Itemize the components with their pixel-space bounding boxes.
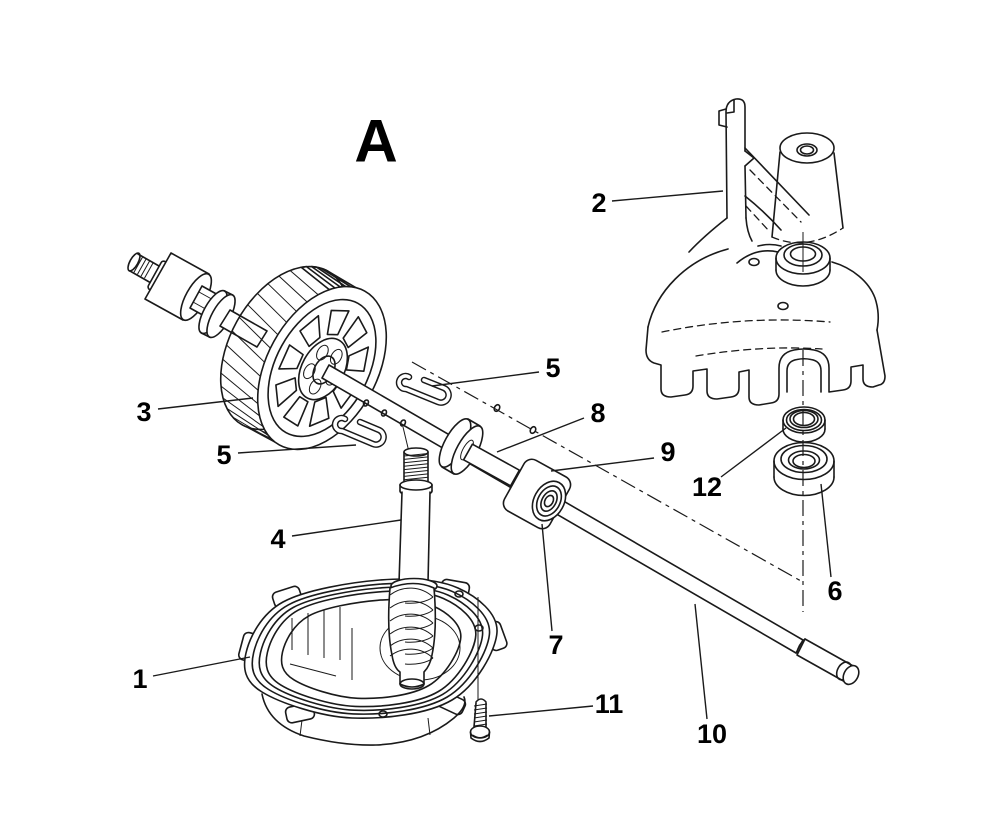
pin-hole-ghost xyxy=(529,425,537,435)
leader-line-worm-shaft xyxy=(291,519,402,537)
part-ball-bearing xyxy=(773,441,835,497)
hidden-line xyxy=(661,319,831,333)
diagonal-centerline xyxy=(411,361,802,582)
housing-bracket-arm xyxy=(688,98,810,253)
worm-shaft-threads xyxy=(403,453,429,481)
shaft-pin-hole xyxy=(380,409,388,417)
part-worm-shaft xyxy=(387,426,438,690)
callout-number-gear-case-top: 2 xyxy=(591,188,606,218)
section-label: A xyxy=(354,108,397,175)
pin-hole-ghost xyxy=(493,403,501,413)
ear-hole xyxy=(474,624,484,632)
leader-line-gear-assembly xyxy=(157,397,254,410)
housing-screw-hole xyxy=(748,257,760,267)
callout-number-gear-case-bottom: 1 xyxy=(132,664,147,694)
callout-number-screw: 11 xyxy=(595,689,624,719)
callout-number-pin-clip-lower: 5 xyxy=(216,440,231,470)
part-pin-clip-lower xyxy=(331,414,387,448)
part-gear-case-bottom xyxy=(237,578,508,746)
worm-flights xyxy=(389,587,434,665)
leader-line-washer xyxy=(496,417,585,453)
leader-line-drive-shaft xyxy=(694,603,708,720)
callout-number-ball-bearing: 6 xyxy=(827,576,842,606)
callout-number-inner-bearing: 7 xyxy=(548,630,563,660)
leader-line-screw xyxy=(488,705,594,717)
hidden-line xyxy=(695,347,823,357)
leader-line-pin-clip-lower xyxy=(237,444,357,454)
leader-line-ball-bearing xyxy=(820,483,832,578)
housing-screw-hole xyxy=(777,301,789,311)
screw-threads xyxy=(473,703,488,727)
ear-hole xyxy=(454,590,464,598)
part-gear-assembly xyxy=(127,252,388,451)
inner-bearing-race xyxy=(540,489,558,513)
leader-line-pin-clip-upper xyxy=(431,371,540,387)
assembly-line xyxy=(402,426,410,453)
callout-number-gear-assembly: 3 xyxy=(136,397,151,427)
shaft-pin-hole xyxy=(399,419,407,427)
inner-bearing-bore xyxy=(543,494,555,508)
part-pin-clip-upper xyxy=(395,372,452,406)
shaft-pin-hole xyxy=(362,399,370,407)
callout-number-washer: 8 xyxy=(590,398,605,428)
part-screw xyxy=(469,597,491,743)
callout-number-pin-clip-upper: 5 xyxy=(545,353,560,383)
leader-line-gear-case-top xyxy=(611,190,724,202)
leader-line-bushing xyxy=(550,457,655,472)
part-seal xyxy=(782,406,826,443)
callout-number-worm-shaft: 4 xyxy=(270,524,285,554)
leader-line-seal xyxy=(720,427,787,478)
callout-number-drive-shaft: 10 xyxy=(697,719,727,749)
spacer-sleeve xyxy=(462,443,521,487)
leader-line-inner-bearing xyxy=(541,523,553,632)
ear-hole xyxy=(378,710,388,718)
part-washer xyxy=(438,418,521,487)
part-bushing xyxy=(502,458,572,530)
callout-number-bushing: 9 xyxy=(660,437,675,467)
part-gear-case-top xyxy=(645,98,886,406)
screw-head xyxy=(469,725,491,739)
leader-line-gear-case-bottom xyxy=(152,656,251,677)
inner-bearing-race xyxy=(535,485,563,517)
housing-boss xyxy=(771,132,844,244)
callout-number-seal: 12 xyxy=(692,472,722,502)
stud-threads xyxy=(133,256,154,279)
